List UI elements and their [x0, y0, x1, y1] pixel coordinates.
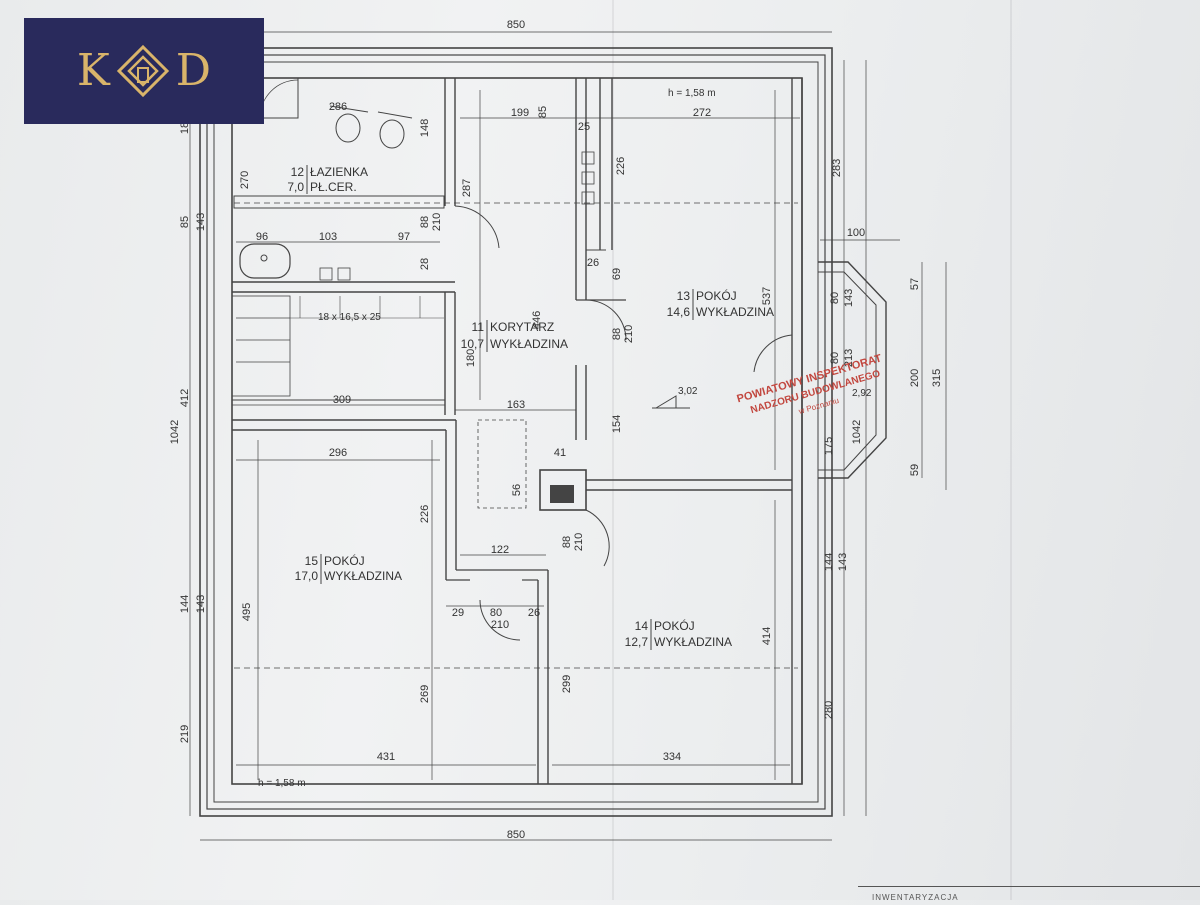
dim-226a: 226 — [615, 157, 627, 175]
dim-l219: 219 — [179, 725, 191, 743]
dim-414: 414 — [761, 627, 773, 645]
dim-top-overall: 850 — [507, 19, 525, 31]
dim-296: 296 — [329, 447, 347, 459]
dim-28: 28 — [419, 258, 431, 270]
room-14-area: 12,7 — [625, 635, 649, 649]
dim-r175: 175 — [823, 437, 835, 455]
dim-right-overall: 1042 — [851, 420, 863, 444]
dim-r80a: 80 — [829, 292, 841, 304]
dim-537: 537 — [761, 287, 773, 305]
room-12-name: ŁAZIENKA — [310, 165, 368, 179]
level-302: 3,02 — [678, 386, 698, 397]
dim-210a: 210 — [431, 213, 443, 231]
dim-r144: 144 — [823, 553, 835, 571]
dim-41: 41 — [554, 447, 566, 459]
dim-210d: 210 — [491, 619, 509, 631]
room-15-name: POKÓJ — [324, 553, 365, 568]
dim-334: 334 — [663, 751, 681, 763]
dim-25: 25 — [578, 121, 590, 133]
dim-r280: 280 — [823, 701, 835, 719]
dim-r80b: 80 — [829, 352, 841, 364]
dim-r213: 213 — [843, 349, 855, 367]
dim-r200: 200 — [909, 369, 921, 387]
dim-88c: 88 — [561, 536, 573, 548]
dim-r59: 59 — [909, 464, 921, 476]
dim-56: 56 — [511, 484, 523, 496]
house-diamond-icon — [116, 44, 169, 98]
dim-148: 148 — [419, 119, 431, 137]
logo-letter-d: D — [175, 45, 212, 96]
dim-210b: 210 — [623, 325, 635, 343]
company-logo: K D — [24, 18, 264, 124]
room-12-number: 12 — [291, 165, 305, 179]
dim-309: 309 — [333, 394, 351, 406]
dim-r57: 57 — [909, 278, 921, 290]
dim-270: 270 — [239, 171, 251, 189]
dim-286: 286 — [329, 101, 347, 113]
dim-r143a: 143 — [843, 289, 855, 307]
dim-bottom-overall: 850 — [507, 829, 525, 841]
dim-103: 103 — [319, 231, 337, 243]
dim-l412: 412 — [179, 389, 191, 407]
dim-l143b: 143 — [195, 595, 207, 613]
dim-r315: 315 — [931, 369, 943, 387]
room-13-finish: WYKŁADZINA — [696, 305, 774, 319]
logo-letter-k: K — [76, 45, 110, 96]
room-12-finish: PŁ.CER. — [310, 180, 357, 194]
dim-122: 122 — [491, 544, 509, 556]
dim-r143b: 143 — [837, 553, 849, 571]
dim-r283: 283 — [831, 159, 843, 177]
room-15-area: 17,0 — [295, 569, 319, 583]
height-label-bottom: h = 1,58 m — [258, 778, 306, 789]
dim-446: 446 — [531, 311, 543, 329]
room-14-name: POKÓJ — [654, 618, 695, 633]
dim-163: 163 — [507, 399, 525, 411]
dim-26b: 26 — [528, 607, 540, 619]
dim-210c: 210 — [573, 533, 585, 551]
dim-88b: 88 — [611, 328, 623, 340]
dim-495: 495 — [241, 603, 253, 621]
room-11-finish: WYKŁADZINA — [490, 337, 568, 351]
dim-left-overall: 1042 — [169, 420, 181, 444]
room-12-area: 7,0 — [287, 180, 304, 194]
dim-l85: 85 — [179, 216, 191, 228]
room-11-name: KORYTARZ — [490, 320, 554, 334]
dim-29: 29 — [452, 607, 464, 619]
height-label-top: h = 1,58 m — [668, 88, 716, 99]
stairs-label: 18 x 16,5 x 25 — [318, 312, 381, 323]
dim-226b: 226 — [419, 505, 431, 523]
title-block-text: INWENTARYZACJA — [872, 893, 959, 902]
room-15-number: 15 — [305, 554, 319, 568]
dim-272: 272 — [693, 107, 711, 119]
room-13-name: POKÓJ — [696, 288, 737, 303]
room-14-number: 14 — [635, 619, 649, 633]
dim-80: 80 — [490, 607, 502, 619]
room-11-number: 11 — [472, 320, 485, 334]
room-13-area: 14,6 — [667, 305, 691, 319]
dim-299: 299 — [561, 675, 573, 693]
dim-85: 85 — [537, 106, 549, 118]
dim-180: 180 — [465, 349, 477, 367]
dim-154: 154 — [611, 415, 623, 433]
dim-69: 69 — [611, 268, 623, 280]
dim-287: 287 — [461, 179, 473, 197]
dim-l143a: 143 — [195, 213, 207, 231]
dim-96: 96 — [256, 231, 268, 243]
dim-l18: 18 — [179, 122, 191, 134]
dim-431: 431 — [377, 751, 395, 763]
dim-26a: 26 — [587, 257, 599, 269]
dim-88a: 88 — [419, 216, 431, 228]
dim-r100: 100 — [847, 227, 865, 239]
title-block-strip: INWENTARYZACJA — [858, 886, 1200, 902]
dim-199: 199 — [511, 107, 529, 119]
room-14-finish: WYKŁADZINA — [654, 635, 732, 649]
room-11-area: 10,7 — [461, 337, 485, 351]
dim-269: 269 — [419, 685, 431, 703]
level-292: 2,92 — [852, 388, 872, 399]
dim-97: 97 — [398, 231, 410, 243]
dim-l144: 144 — [179, 595, 191, 613]
room-13-number: 13 — [677, 289, 691, 303]
room-15-finish: WYKŁADZINA — [324, 569, 402, 583]
